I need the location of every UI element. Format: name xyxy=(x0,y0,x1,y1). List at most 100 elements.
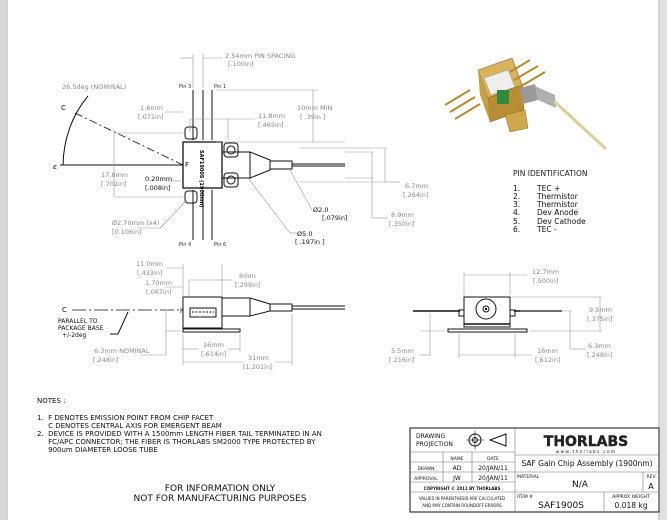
rev-label: REV xyxy=(646,474,656,480)
pin-num: 5. xyxy=(513,217,520,226)
dim-hole-in: [0.106in] xyxy=(112,228,142,236)
item-label: ITEM # xyxy=(517,494,533,500)
dim-11-8mm-in: [.465in] xyxy=(258,121,283,129)
drawing-title: SAF Gain Chip Assembly (1900nm) xyxy=(521,459,652,468)
pin-num: 6. xyxy=(513,225,520,234)
3d-render xyxy=(444,57,607,150)
dim-1-70mm: 1.70mm xyxy=(145,279,172,287)
dim-dia-5-in: [ .197in ] xyxy=(295,238,325,246)
parallel-note: PARALLEL TO xyxy=(58,318,98,325)
dim-12-7mm-in: [.500in] xyxy=(533,277,558,285)
right-border xyxy=(660,0,667,520)
pin-name: Thermistor xyxy=(536,200,579,209)
dim-11-8mm: 11.8mm xyxy=(258,112,285,120)
pins xyxy=(192,90,213,240)
disclaimer: FOR INFORMATION ONLY xyxy=(165,484,276,494)
dim-8-9mm-in: [.350in] xyxy=(389,220,414,228)
pin-num: 3. xyxy=(513,200,520,209)
weight-value: 0.018 kg xyxy=(615,501,648,510)
pin-name: TEC + xyxy=(536,184,560,193)
mount-ear xyxy=(184,126,198,140)
dim-5-5mm-in: [.216in] xyxy=(389,356,414,364)
weight-label: APPROX WEIGHT xyxy=(612,494,650,500)
dim-16mm: 16mm xyxy=(537,347,558,355)
date-header: DATE xyxy=(487,456,499,462)
drawn-date: 20/JAN/11 xyxy=(478,465,508,472)
dim-1-70mm-in: [.067in] xyxy=(146,288,171,296)
note-line: FC/APC CONNECTOR; THE FIBER IS THORLABS … xyxy=(37,438,316,446)
dim-5-5mm: 5.5mm xyxy=(391,347,414,355)
dim-17-8mm-in: [.702in] xyxy=(101,180,126,188)
pin-num: 4. xyxy=(513,208,520,217)
mount-ear xyxy=(184,190,198,204)
projection-label: DRAWING xyxy=(416,433,446,440)
dim-6-3mm-nominal: 6.3mm NOMINAL xyxy=(94,347,150,355)
dim-angle: 26.5deg (NOMINAL) xyxy=(62,83,126,91)
dim-1-8mm-in: [.071in] xyxy=(138,113,163,121)
note-line: 1. F DENOTES EMISSION POINT FROM CHIP FA… xyxy=(37,414,214,422)
pin-name: Dev Cathode xyxy=(537,217,586,226)
dim-hole: Ø2.70mm (x4) xyxy=(112,219,159,227)
note-line: 2. DEVICE IS PROVIDED WITH A 1500mm LENG… xyxy=(37,430,322,438)
chip-label: SAF1900S (1900nm) xyxy=(198,150,204,207)
approval-label: APPROVAL xyxy=(414,476,438,482)
projection-symbol-icon xyxy=(466,431,507,449)
dim-8mm-in: [.299in] xyxy=(235,281,260,289)
name-header: NAME xyxy=(450,456,463,462)
projection-label: PROJECTION xyxy=(416,441,453,448)
pin-id-title: PIN IDENTIFICATION xyxy=(513,169,587,178)
pin-6-label: Pin 6 xyxy=(214,242,226,248)
dim-dia-2: Ø2.0 xyxy=(313,206,328,214)
pin-4-label: Pin 4 xyxy=(179,242,191,248)
pin-1-label: Pin 1 xyxy=(214,84,226,90)
thorlabs-logo: THORLABS xyxy=(544,434,628,450)
side-c-label: C xyxy=(62,306,67,314)
dim-6-7mm: 6.7mm xyxy=(405,182,428,190)
material-value: N/A xyxy=(572,480,589,490)
dim-10mm-min: 10mm MIN xyxy=(297,104,333,112)
parallel-note: +/-2deg xyxy=(62,332,87,339)
dim-pin-spacing-in: [.100in] xyxy=(228,60,253,68)
f-label: F xyxy=(185,161,189,169)
dim-11-0mm-in: [.433in] xyxy=(137,269,162,277)
dim-0-20mm-in: [.008in] xyxy=(145,184,170,192)
note-line: C DENOTES CENTRAL AXIS FOR EMERGENT BEAM xyxy=(37,422,222,430)
approval-name: JW xyxy=(452,475,461,482)
notes: NOTES : 1. F DENOTES EMISSION POINT FROM… xyxy=(37,397,322,504)
values-note: AND MAY CONTAIN ROUNDOFF ERRORS xyxy=(422,503,502,508)
dim-dia-5: Ø5.0 xyxy=(297,230,312,238)
pin-num: 2. xyxy=(513,192,520,201)
dim-9-5mm: 9.5mm xyxy=(589,306,612,314)
material-label: MATERIAL xyxy=(517,474,540,480)
pin-name: Dev Anode xyxy=(537,208,578,217)
c-label: C xyxy=(61,104,66,112)
side-f-label: F xyxy=(180,308,184,315)
front-view: 12.7mm [.500in] 9.5mm [.375in] 5.5mm [.2… xyxy=(389,268,612,364)
top-view: SAF1900S (1900nm) 2.54mm PIN SPACING [.1… xyxy=(53,52,428,248)
left-border xyxy=(0,0,6,520)
dim-1-8mm: 1.8mm xyxy=(140,104,163,112)
dim-12-7mm: 12.7mm xyxy=(532,268,559,276)
title-block: DRAWING PROJECTION NAME DATE DRAWN APPRO… xyxy=(409,427,660,513)
dim-8mm: 8mm xyxy=(239,272,256,280)
pin-identification: PIN IDENTIFICATION 1.TEC + 2.Thermistor … xyxy=(513,169,587,234)
rev-value: A xyxy=(648,482,654,491)
approval-date: 20/JAN/11 xyxy=(478,475,508,482)
pin-name: TEC - xyxy=(536,225,557,234)
dim-16mm: 16mm xyxy=(203,341,224,349)
pin-num: 1. xyxy=(513,184,520,193)
disclaimer: NOT FOR MANUFACTURING PURPOSES xyxy=(134,494,307,504)
dim-0-20mm: 0.20mm xyxy=(145,175,172,183)
notes-title: NOTES : xyxy=(37,397,65,405)
dim-9-5mm-in: [.375in] xyxy=(587,315,612,323)
drawn-name: AD xyxy=(453,465,462,472)
dim-31mm-in: [1.201in] xyxy=(243,363,273,371)
dim-16mm-in: [.614in] xyxy=(201,350,226,358)
dim-6-3mm: 6.3mm xyxy=(588,342,611,350)
values-note: VALUES IN PARENTHESIS ARE CALCULATED xyxy=(419,496,505,501)
item-number: SAF1900S xyxy=(538,501,584,511)
thorlabs-url: www.thorlabs.com xyxy=(556,449,617,455)
dim-6-3mm-nominal-in: [.248in] xyxy=(93,356,118,364)
note-line: 900um DIAMETER LOOSE TUBE xyxy=(37,446,158,454)
